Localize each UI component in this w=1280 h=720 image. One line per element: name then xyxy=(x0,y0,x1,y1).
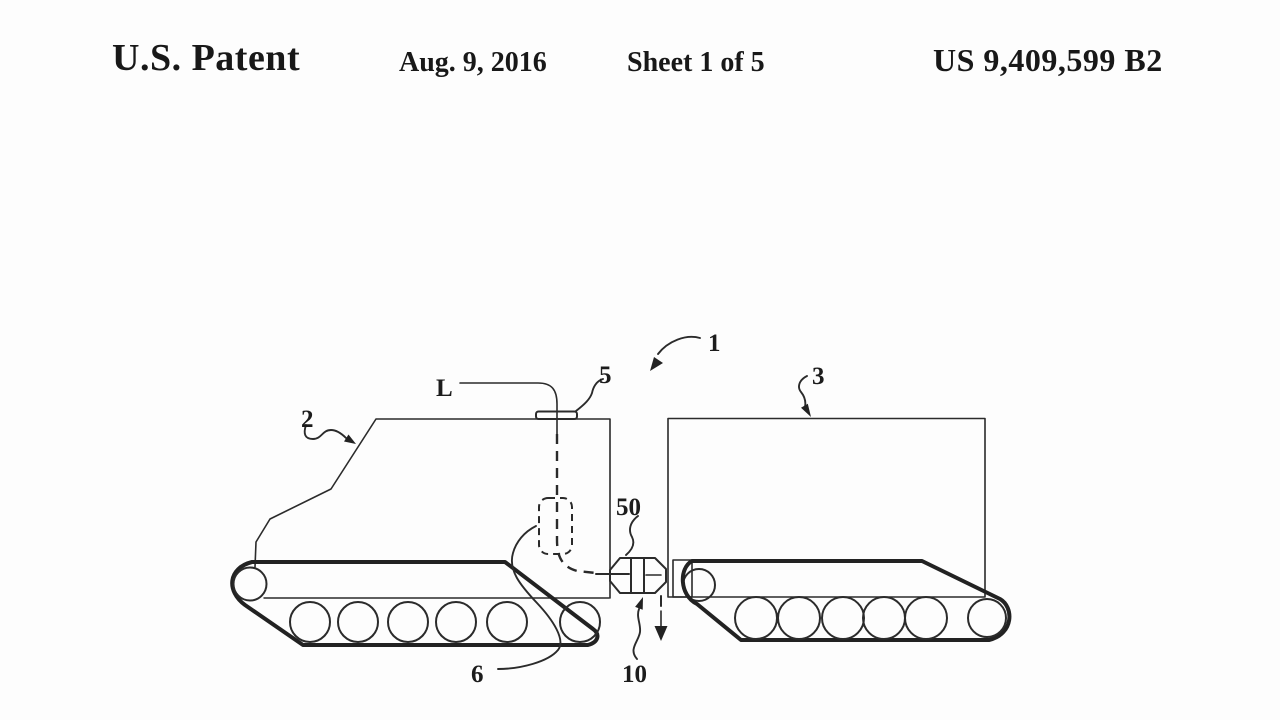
tractor-body-outline xyxy=(254,418,611,599)
leader-2-arrowhead-icon xyxy=(344,434,356,444)
patent-header-sheet: Sheet 1 of 5 xyxy=(627,47,765,78)
ref-label-5: 5 xyxy=(599,362,612,389)
ref-label-6: 6 xyxy=(471,661,484,688)
leader-10-arrowhead-icon xyxy=(635,597,643,610)
ref-label-3: 3 xyxy=(812,363,825,390)
leader-3-arrowhead-icon xyxy=(801,403,811,417)
ref-label-2: 2 xyxy=(301,406,314,433)
hidden-line-and-mount xyxy=(459,382,597,575)
line-L-dashed xyxy=(555,434,597,575)
leader-10 xyxy=(632,608,642,660)
motion-arrow-head-icon xyxy=(654,626,668,641)
leader-50 xyxy=(625,515,639,556)
trailer-road-wheels xyxy=(734,596,1007,640)
reference-labels: 1 2 3 5 6 10 50 L xyxy=(301,330,825,688)
roof-mount xyxy=(535,410,578,420)
leader-1-arrowhead-icon xyxy=(650,357,663,371)
leader-5 xyxy=(575,378,604,412)
ref-label-1: 1 xyxy=(708,330,721,357)
leader-2 xyxy=(303,424,347,440)
ref-label-50: 50 xyxy=(616,494,641,521)
tractor-vehicle xyxy=(230,418,611,647)
leader-1 xyxy=(657,336,701,355)
coupler-assembly xyxy=(595,557,668,641)
line-L-solid xyxy=(459,382,558,435)
patent-header-date: Aug. 9, 2016 xyxy=(399,47,547,78)
tractor-road-wheels xyxy=(289,601,601,643)
trailer-front-bracket xyxy=(672,559,693,598)
inner-unit-dashed-box xyxy=(538,497,573,555)
trailer-track-band xyxy=(680,559,1012,642)
patent-header-title: U.S. Patent xyxy=(112,37,301,79)
tractor-track-band xyxy=(230,560,600,647)
ref-label-10: 10 xyxy=(622,661,647,688)
ref-label-L: L xyxy=(436,375,453,402)
tractor-front-idler xyxy=(232,566,268,602)
trailer-body-outline xyxy=(667,417,986,598)
leader-lines xyxy=(303,336,811,670)
leader-3 xyxy=(798,375,808,408)
patent-header-number: US 9,409,599 B2 xyxy=(933,42,1163,78)
leader-6 xyxy=(497,525,562,670)
trailer-vehicle xyxy=(667,417,1012,642)
